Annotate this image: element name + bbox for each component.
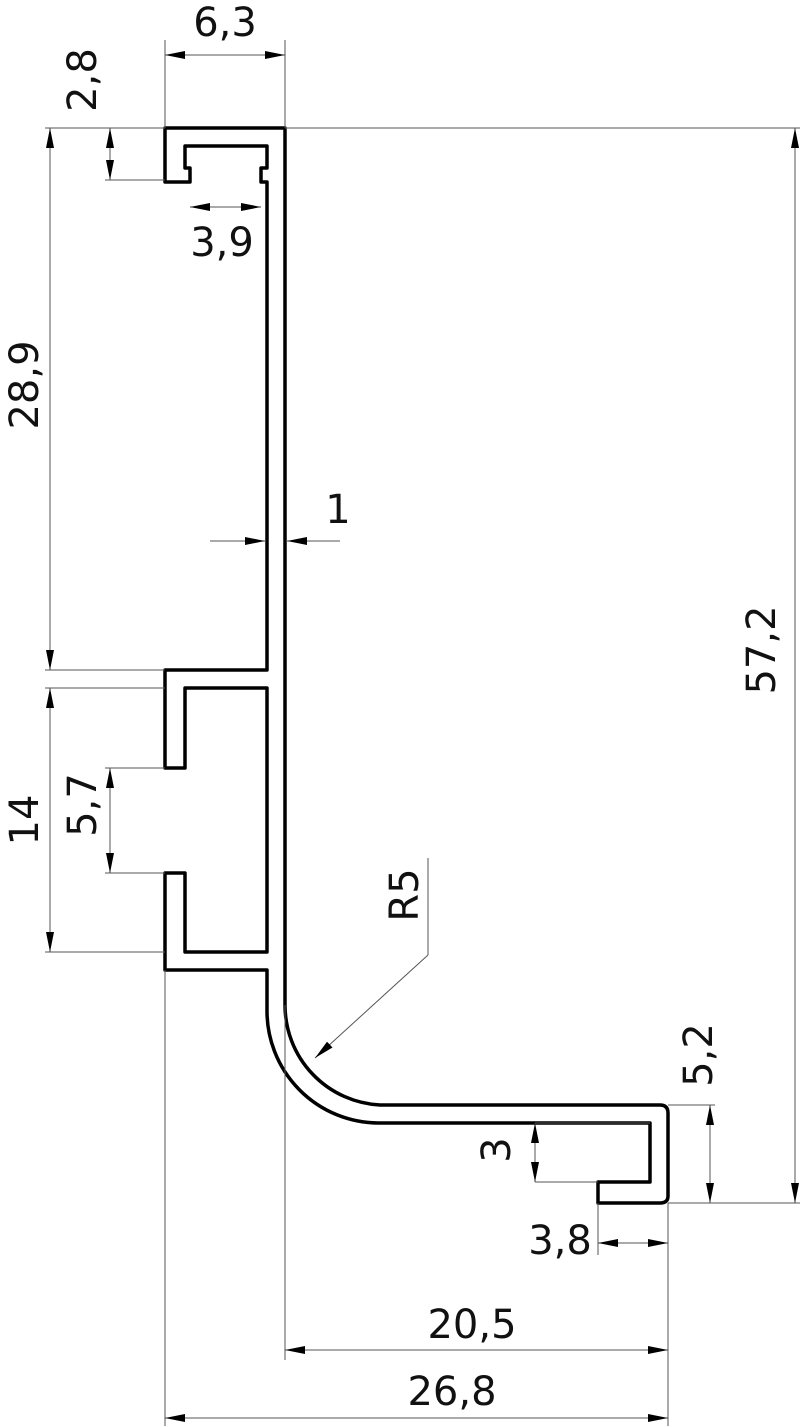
dim-right-lip-height: 5,2 — [676, 1023, 722, 1087]
dim-top-slot-width: 3,9 — [190, 220, 254, 266]
dim-upper-height: 28,9 — [2, 340, 48, 429]
extension-lines — [45, 40, 800, 1426]
dim-bend-radius: R5 — [382, 868, 428, 921]
dim-bottom-width-total: 26,8 — [407, 1369, 496, 1415]
profile-outline — [163, 126, 670, 1205]
dim-top-width: 6,3 — [193, 0, 257, 46]
dim-wall-thickness: 1 — [325, 487, 350, 533]
dim-middle-gap: 5,7 — [60, 773, 106, 837]
dimension-lines — [46, 51, 799, 1422]
dim-total-height: 57,2 — [739, 605, 785, 694]
dim-top-lip-height: 2,8 — [60, 48, 106, 112]
dim-bottom-width-inner: 20,5 — [427, 1302, 516, 1348]
dim-middle-height: 14 — [2, 795, 48, 846]
dim-bottom-slot-width: 3,8 — [528, 1218, 592, 1264]
dim-bottom-inner-gap: 3 — [474, 1137, 520, 1162]
